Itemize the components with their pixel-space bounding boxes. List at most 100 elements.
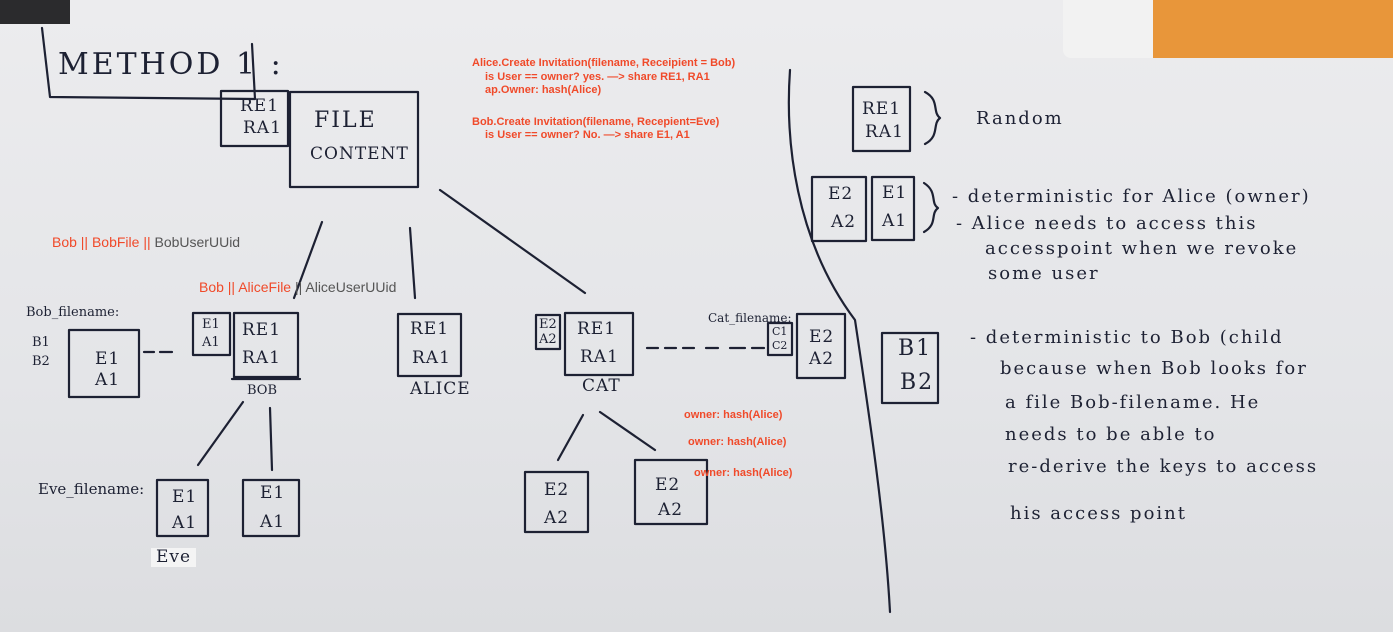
- legend-box-random: [851, 85, 912, 153]
- edge-bob-eve2: [268, 406, 274, 472]
- title-frame: [40, 26, 257, 101]
- root-content-2: CONTENT: [310, 144, 409, 164]
- cat-filename-box-2: A2: [809, 349, 835, 369]
- root-key-1: RE1: [240, 96, 280, 116]
- alice-invite-line-2: is User == owner? yes. —> share RE1, RA1: [485, 71, 710, 83]
- cat-side-key-2: A2: [539, 332, 557, 347]
- cat-side-key-1: E2: [539, 317, 557, 332]
- cat-key-2: RA1: [580, 347, 619, 367]
- bob-alicefile-uuid: Bob || AliceFile || AliceUserUUid: [199, 279, 396, 295]
- eve-box-1-key-1: E1: [172, 487, 198, 507]
- bob-side-key-1: E1: [202, 317, 220, 332]
- bob-key-2: RA1: [242, 348, 281, 368]
- cat-box: [563, 311, 635, 377]
- legend-bob-text-2: because when Bob looks for: [1000, 358, 1308, 379]
- edge-bob-eve1: [196, 400, 245, 467]
- bob-filename-key-2: B2: [32, 354, 50, 369]
- bob-filename-label: Bob_filename:: [26, 305, 120, 320]
- alice-key-1: RE1: [410, 319, 450, 339]
- bob-label: BOB: [247, 383, 278, 398]
- edge-cat-gc2: [598, 410, 657, 452]
- page-divider: [787, 68, 892, 614]
- eve-box-2-key-2: A1: [260, 512, 286, 532]
- bob-bobfile-uuid: Bob || BobFile || BobUserUUid: [52, 234, 240, 250]
- bob-invite-line-2: is User == owner? No. —> share E1, A1: [485, 129, 690, 141]
- eve-label: Eve: [151, 548, 197, 567]
- cat-child-box-1: [523, 470, 590, 534]
- legend-bob-key-1: B1: [898, 336, 933, 361]
- bob-side-key-2: A1: [202, 335, 220, 350]
- alice-label: ALICE: [410, 379, 471, 399]
- legend-brace-1: [923, 90, 942, 146]
- legend-brace-2: [922, 181, 940, 234]
- cat-filename-small-2: C2: [772, 339, 788, 352]
- eve-box-2: [241, 478, 301, 538]
- cat-child-box-2: [633, 458, 709, 526]
- page-title: METHOD 1 :: [58, 47, 284, 82]
- eve-box-2-key-1: E1: [260, 483, 286, 503]
- cat-key-1: RE1: [577, 319, 617, 339]
- owner-note-2: owner: hash(Alice): [688, 436, 787, 448]
- legend-random-key-2: RA1: [865, 122, 904, 142]
- legend-owner-key2-2: A1: [882, 211, 908, 231]
- bob-box: [232, 311, 300, 379]
- alice-box: [396, 312, 463, 378]
- legend-bob-key-2: B2: [900, 370, 935, 395]
- eve-box-1-key-2: A1: [172, 513, 198, 533]
- cat-child-1-key-1: E2: [544, 480, 570, 500]
- cat-side-box: [534, 313, 562, 351]
- owner-note-1: owner: hash(Alice): [684, 409, 783, 421]
- bob-side-box: [191, 311, 232, 357]
- bob-bobfile-red: Bob || BobFile ||: [52, 234, 151, 250]
- legend-bob-text-3: a file Bob-filename. He: [1005, 392, 1261, 413]
- legend-owner-text-2: - Alice needs to access this: [956, 213, 1258, 234]
- cat-filename-box-1: E2: [809, 327, 835, 347]
- alice-invite-line-1: Alice.Create Invitation(filename, Receip…: [472, 57, 736, 69]
- cat-child-2-key-1: E2: [655, 475, 681, 495]
- legend-bob-text-4: needs to be able to: [1005, 424, 1217, 445]
- root-key-2: RA1: [243, 118, 282, 138]
- legend-owner-key-1: E2: [828, 184, 854, 204]
- cat-filename-label: Cat_filename:: [708, 311, 792, 325]
- legend-owner-key-2: A2: [831, 212, 857, 232]
- eve-filename-label: Eve_filename:: [38, 480, 145, 498]
- legend-owner-text-1: - deterministic for Alice (owner): [952, 186, 1311, 207]
- legend-owner-text-3: accesspoint when we revoke: [985, 238, 1299, 259]
- root-content-box: [288, 90, 420, 189]
- bob-filename-key-1: B1: [32, 335, 50, 350]
- cat-child-2-key-2: A2: [658, 500, 684, 520]
- bob-bobfile-gray: BobUserUUid: [154, 234, 241, 250]
- cat-child-1-key-2: A2: [544, 508, 570, 528]
- eve-box-1: [155, 478, 210, 538]
- cat-filename-small-1: C1: [772, 325, 788, 338]
- edge-cat-gc1: [556, 413, 585, 462]
- bob-filename-box-2: A1: [95, 370, 121, 390]
- legend-box-e1: [870, 175, 916, 242]
- legend-bob-text-1: - deterministic to Bob (child: [970, 327, 1284, 348]
- bob-filename-box: [67, 328, 141, 399]
- cat-filename-small-box: [766, 321, 794, 357]
- legend-box-e2: [810, 175, 868, 243]
- background-corner: [0, 0, 70, 24]
- root-content-1: FILE: [314, 108, 377, 133]
- cat-label: CAT: [582, 376, 621, 396]
- bob-key-1: RE1: [242, 320, 282, 340]
- legend-bob-text-6: his access point: [1010, 503, 1187, 524]
- bob-alicefile-gray: || AliceUserUUid: [294, 279, 397, 295]
- legend-bob-text-5: re-derive the keys to access: [1008, 456, 1319, 477]
- edge-root-cat: [438, 188, 587, 295]
- bob-filename-box-1: E1: [95, 349, 121, 369]
- legend-random-text: Random: [976, 108, 1064, 129]
- bob-alicefile-red: Bob || AliceFile: [199, 279, 292, 295]
- background-object: [1063, 0, 1393, 58]
- legend-random-key-1: RE1: [862, 99, 902, 119]
- legend-owner-key2-1: E1: [882, 183, 908, 203]
- alice-key-2: RA1: [412, 348, 451, 368]
- alice-invite-line-3: ap.Owner: hash(Alice): [485, 84, 602, 96]
- edge-root-alice: [408, 226, 417, 300]
- root-key-box: [219, 89, 290, 148]
- edge-root-bob: [292, 220, 324, 300]
- bob-invite-line-1: Bob.Create Invitation(filename, Recepien…: [472, 116, 720, 128]
